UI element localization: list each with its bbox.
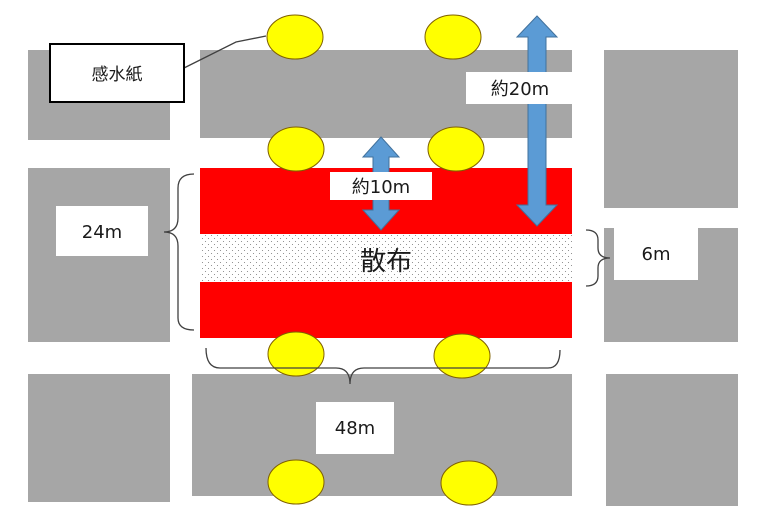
distance-label-10m-box: [330, 172, 432, 200]
water-sensitive-paper-marker: [440, 460, 498, 506]
water-sensitive-paper-marker: [433, 333, 491, 379]
width-label-6m-box: [614, 228, 698, 280]
width-label-24m-box: [56, 206, 148, 256]
paper-callout-line: [183, 35, 267, 69]
length-label-48m-box: [316, 402, 394, 454]
building-block-top-right: [604, 50, 738, 208]
building-block-bottom-right: [606, 374, 738, 506]
water-sensitive-paper-marker: [424, 14, 482, 60]
spray-label: 散布: [360, 247, 412, 277]
width-label-24m: 24m: [82, 222, 122, 243]
water-sensitive-paper-marker: [267, 459, 325, 505]
paper-callout-label: 感水紙: [92, 65, 143, 85]
width-brace-24m: [163, 173, 195, 331]
width-brace-6m: [585, 229, 611, 287]
length-brace-48m: [205, 347, 561, 385]
width-label-6m: 6m: [642, 244, 671, 265]
paper-callout-box: [49, 43, 185, 103]
distance-label-20m: 約20m: [491, 79, 549, 100]
building-block-bottom-left: [28, 374, 170, 502]
water-sensitive-paper-marker: [267, 331, 325, 377]
water-sensitive-paper-marker: [266, 14, 324, 60]
water-sensitive-paper-marker: [427, 126, 485, 172]
spray-band-pattern: [200, 234, 572, 282]
distance-arrow-20m: [515, 15, 559, 227]
length-label-48m: 48m: [335, 418, 375, 439]
water-sensitive-paper-marker: [267, 126, 325, 172]
distance-label-10m: 約10m: [352, 177, 410, 198]
distance-label-20m-box: [466, 72, 574, 104]
